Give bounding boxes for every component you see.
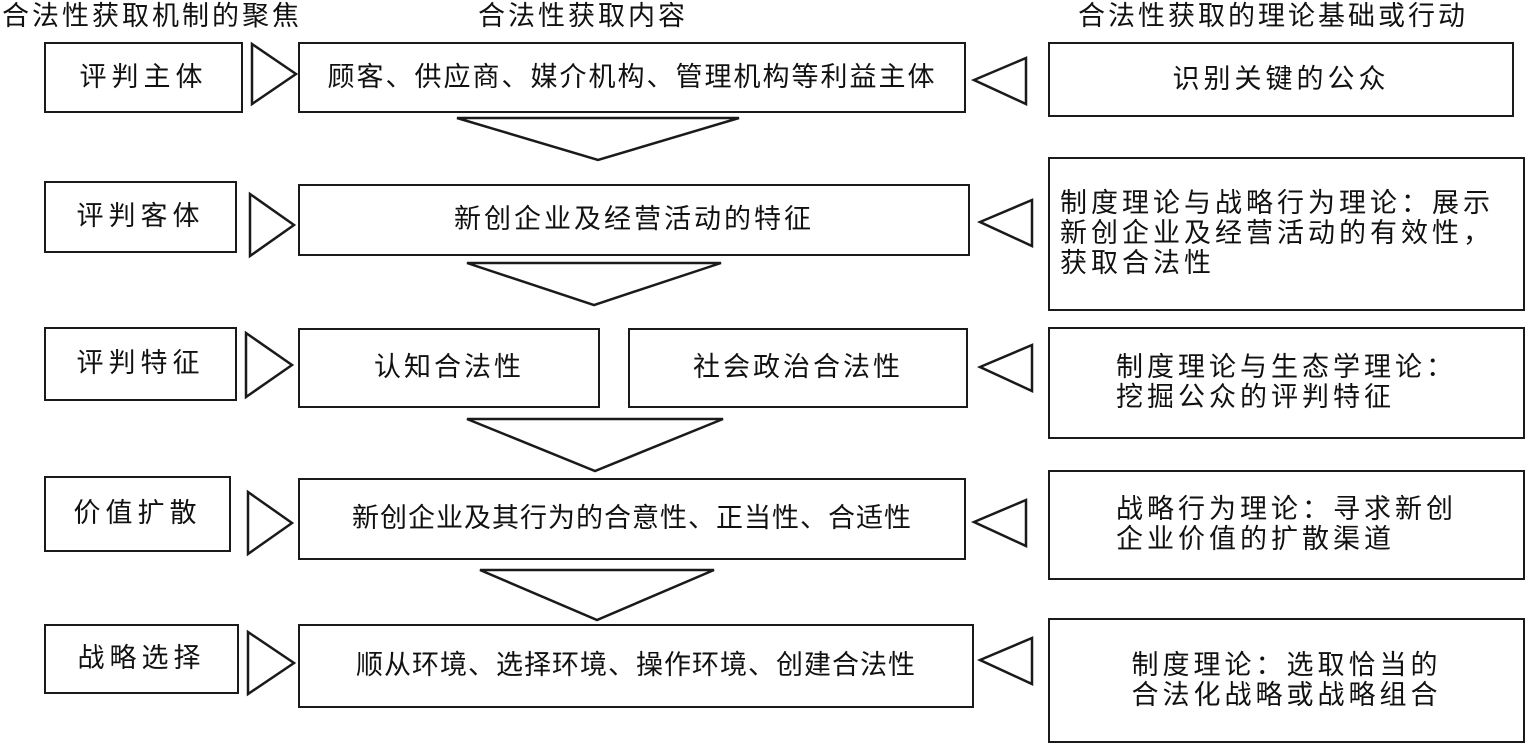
down-triangle-arrow-icon: [466, 417, 724, 473]
focus-box-subject: 评判主体: [44, 42, 243, 113]
left-triangle-arrow-icon: [970, 56, 1028, 106]
content-box-strategies: 顺从环境、选择环境、操作环境、创建合法性: [298, 624, 974, 708]
content-label: 新创企业及经营活动的特征: [454, 204, 814, 235]
theory-label: 制度理论与生态学理论： 挖掘公众的评判特征: [1116, 352, 1457, 413]
down-triangle-arrow-icon: [479, 568, 715, 622]
right-triangle-arrow-icon: [244, 330, 295, 400]
focus-label: 评判特征: [76, 348, 205, 379]
focus-label: 战略选择: [77, 643, 206, 674]
right-triangle-arrow-icon: [250, 41, 299, 107]
header-focus: 合法性获取机制的聚焦: [2, 1, 302, 32]
focus-box-object: 评判客体: [44, 181, 237, 253]
theory-box-institutional-ecology: 制度理论与生态学理论： 挖掘公众的评判特征: [1048, 327, 1525, 439]
left-triangle-arrow-icon: [976, 343, 1034, 393]
content-label: 认知合法性: [374, 352, 524, 383]
right-triangle-arrow-icon: [248, 191, 297, 259]
theory-label: 制度理论：选取恰当的 合法化战略或战略组合: [1131, 649, 1442, 711]
left-triangle-arrow-icon: [976, 198, 1034, 248]
down-triangle-arrow-icon: [466, 261, 722, 307]
theory-box-institutional-choice: 制度理论：选取恰当的 合法化战略或战略组合: [1048, 618, 1525, 743]
focus-label: 评判主体: [79, 61, 208, 93]
right-triangle-arrow-icon: [246, 489, 295, 557]
content-box-features: 新创企业及经营活动的特征: [298, 184, 970, 256]
content-box-desirability: 新创企业及其行为的合意性、正当性、合适性: [298, 478, 966, 560]
content-label: 新创企业及其行为的合意性、正当性、合适性: [352, 503, 912, 534]
content-box-sociopolitical: 社会政治合法性: [628, 328, 968, 408]
theory-label: 战略行为理论：寻求新创 企业价值的扩散渠道: [1116, 494, 1457, 555]
theory-box-institutional-strategic: 制度理论与战略行为理论：展示 新创企业及经营活动的有效性， 获取合法性: [1048, 157, 1525, 311]
header-theory: 合法性获取的理论基础或行动: [1078, 1, 1468, 32]
theory-label: 制度理论与战略行为理论：展示 新创企业及经营活动的有效性， 获取合法性: [1060, 188, 1494, 279]
theory-box-identify-public: 识别关键的公众: [1048, 42, 1514, 117]
theory-label: 识别关键的公众: [1172, 63, 1390, 95]
content-label: 顺从环境、选择环境、操作环境、创建合法性: [356, 650, 916, 681]
down-triangle-arrow-icon: [456, 116, 740, 162]
content-box-stakeholders: 顾客、供应商、媒介机构、管理机构等利益主体: [298, 42, 966, 113]
left-triangle-arrow-icon: [970, 498, 1028, 548]
content-label: 社会政治合法性: [693, 352, 903, 383]
left-triangle-arrow-icon: [976, 636, 1034, 686]
right-triangle-arrow-icon: [246, 629, 297, 697]
focus-label: 价值扩散: [73, 498, 202, 529]
focus-label: 评判客体: [76, 201, 205, 232]
header-content: 合法性获取内容: [478, 1, 688, 32]
focus-box-feature: 评判特征: [44, 327, 237, 401]
content-label: 顾客、供应商、媒介机构、管理机构等利益主体: [327, 61, 937, 93]
focus-box-value-diffusion: 价值扩散: [44, 476, 231, 552]
content-box-cognitive: 认知合法性: [298, 328, 600, 408]
focus-box-strategy-choice: 战略选择: [44, 624, 239, 694]
theory-box-strategic-behavior: 战略行为理论：寻求新创 企业价值的扩散渠道: [1048, 470, 1525, 580]
